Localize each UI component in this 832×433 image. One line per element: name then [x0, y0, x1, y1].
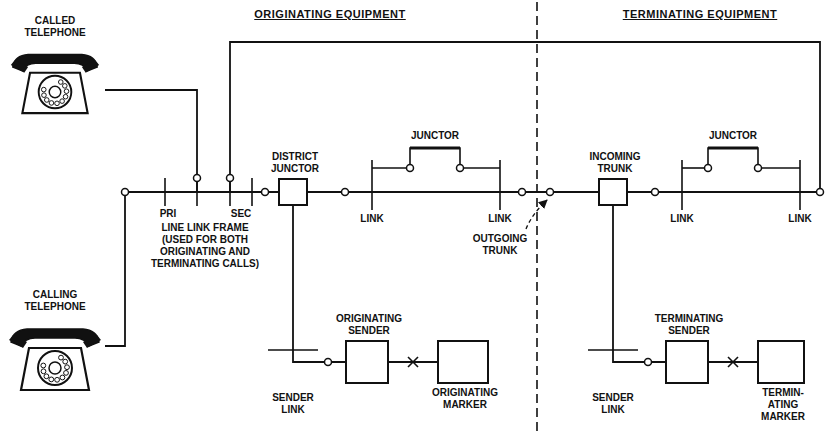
- frame-label: LINE LINK FRAME (USED FOR BOTH ORIGINATI…: [150, 222, 260, 270]
- terminal-circles: [122, 165, 824, 366]
- link-label: LINK: [480, 213, 520, 225]
- link-label: LINK: [662, 213, 702, 225]
- section-heading: TERMINATING EQUIPMENT: [585, 8, 815, 21]
- junctor-label: JUNCTOR: [698, 130, 768, 142]
- node-label: CALLED TELEPHONE: [10, 15, 100, 39]
- link-label: LINK: [352, 213, 392, 225]
- circuit-path: [613, 206, 665, 362]
- link-label: LINK: [780, 213, 820, 225]
- terminating-sender: TERMINATING SENDER: [665, 340, 709, 384]
- telephone-illustration: [5, 44, 105, 116]
- circuit-path: [293, 206, 345, 362]
- incoming-trunk: INCOMING TRUNK: [598, 178, 628, 206]
- equipment-divider: [536, 2, 538, 433]
- leader-arrow: [526, 200, 547, 229]
- circuit-path: [105, 42, 820, 192]
- link-switches: [268, 148, 800, 350]
- telephone-illustration: [5, 318, 105, 393]
- junctor-label: JUNCTOR: [400, 130, 470, 142]
- calling-telephone: CALLING TELEPHONE: [5, 318, 105, 393]
- originating-marker: ORIGINATING MARKER: [437, 340, 489, 384]
- district-junctor: DISTRICT JUNCTOR: [278, 178, 308, 206]
- node-label: TERMIN- ATING MARKER: [754, 387, 812, 423]
- line-link-frame: [165, 178, 252, 206]
- called-telephone: CALLED TELEPHONE: [5, 44, 105, 116]
- originating-sender: ORIGINATING SENDER: [345, 340, 389, 384]
- terminating-marker: TERMIN- ATING MARKER: [757, 340, 805, 384]
- node-label: DISTRICT JUNCTOR: [255, 151, 335, 175]
- node-label: INCOMING TRUNK: [575, 151, 655, 175]
- circuit-path: [308, 191, 598, 193]
- node-label: ORIGINATING MARKER: [420, 387, 510, 411]
- node-label: CALLING TELEPHONE: [10, 289, 100, 313]
- secondary-label: SEC: [226, 208, 256, 220]
- trunk-label: OUTGOING TRUNK: [464, 233, 536, 257]
- primary-label: PRI: [153, 208, 183, 220]
- sender-link-label: SENDER LINK: [263, 392, 323, 416]
- node-label: TERMINATING SENDER: [644, 313, 734, 337]
- node-label: ORIGINATING SENDER: [324, 313, 414, 337]
- circuit-path: [105, 192, 278, 346]
- section-heading: ORIGINATING EQUIPMENT: [200, 8, 460, 21]
- sender-link-label: SENDER LINK: [583, 392, 643, 416]
